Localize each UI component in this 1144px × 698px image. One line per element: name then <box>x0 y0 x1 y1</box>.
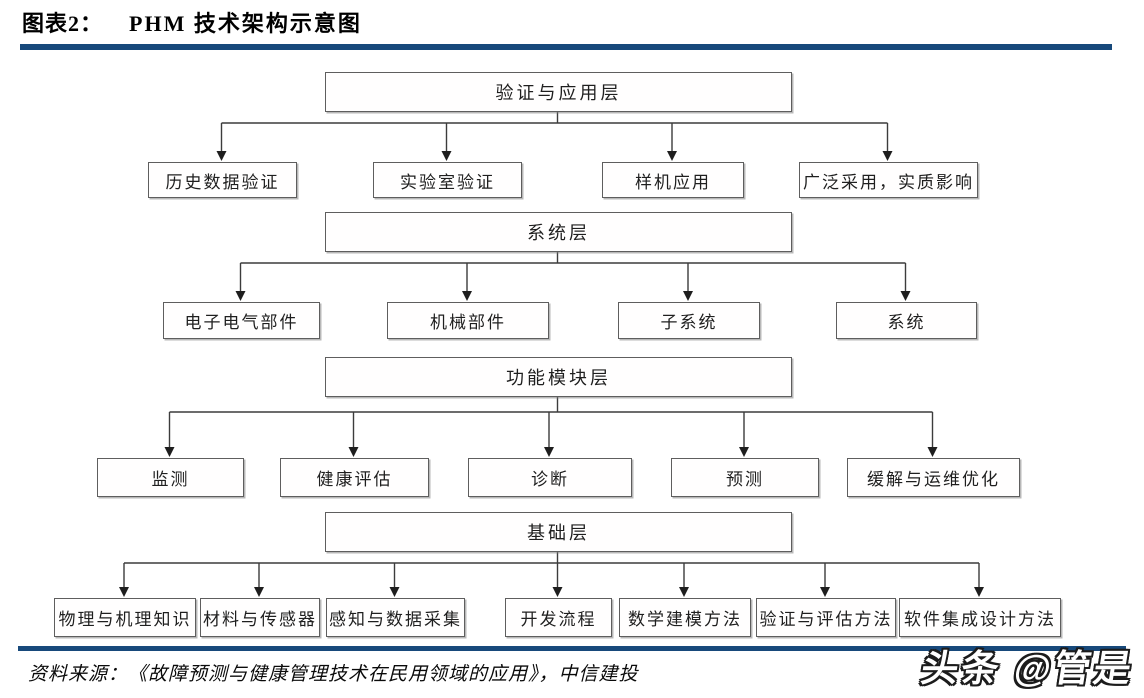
child-box-2-1: 健康评估 <box>280 458 429 497</box>
child-box-0-2: 样机应用 <box>602 162 744 198</box>
child-box-2-2: 诊断 <box>468 458 632 497</box>
child-box-3-0: 物理与机理知识 <box>54 598 196 637</box>
layer-box-1: 系统层 <box>325 212 792 252</box>
footer-rule <box>18 646 1126 651</box>
layer-box-2: 功能模块层 <box>325 357 792 397</box>
child-box-2-3: 预测 <box>671 458 819 497</box>
child-box-3-4: 数学建模方法 <box>619 598 751 637</box>
layer-box-3: 基础层 <box>325 512 792 552</box>
child-box-0-3: 广泛采用，实质影响 <box>799 162 978 198</box>
child-box-2-4: 缓解与运维优化 <box>847 458 1020 497</box>
title-underline-rule <box>20 44 1112 50</box>
figure-header: 图表2： PHM 技术架构示意图 <box>22 6 362 38</box>
child-box-1-0: 电子电气部件 <box>163 302 320 339</box>
child-box-3-5: 验证与评估方法 <box>756 598 896 637</box>
figure-title: PHM 技术架构示意图 <box>129 11 362 36</box>
child-box-3-6: 软件集成设计方法 <box>899 598 1061 637</box>
child-box-2-0: 监测 <box>97 458 244 497</box>
child-box-1-1: 机械部件 <box>387 302 549 339</box>
child-box-0-0: 历史数据验证 <box>148 162 297 198</box>
layer-box-0: 验证与应用层 <box>325 72 792 112</box>
child-box-3-1: 材料与传感器 <box>200 598 320 637</box>
source-note: 资料来源：《故障预测与健康管理技术在民用领域的应用》，中信建投 <box>28 664 639 685</box>
figure-number: 图表2： <box>22 11 104 36</box>
child-box-1-3: 系统 <box>836 302 977 339</box>
child-box-1-2: 子系统 <box>618 302 760 339</box>
child-box-0-1: 实验室验证 <box>373 162 522 198</box>
child-box-3-3: 开发流程 <box>505 598 612 637</box>
watermark-text: 头条 @管是 <box>917 648 1137 689</box>
child-box-3-2: 感知与数据采集 <box>326 598 465 637</box>
